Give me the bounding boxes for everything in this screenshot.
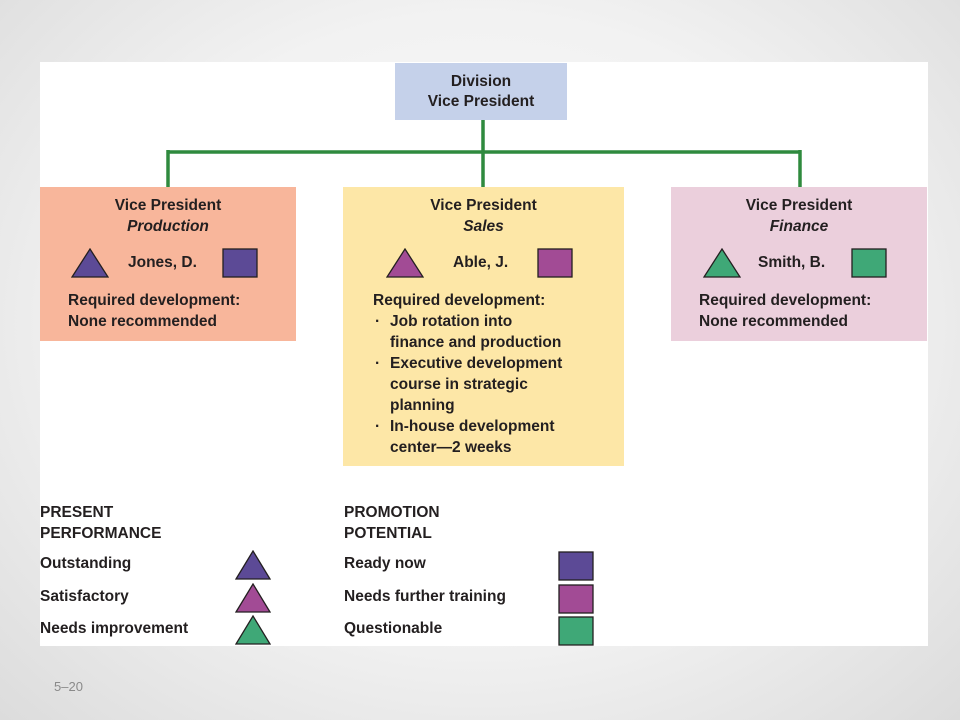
legend-item-label: Needs improvement [40,620,189,637]
vp-production-name: Jones, D. [128,254,197,271]
satisfactory-triangle-icon [235,583,271,613]
vp-production-dev-heading: Required development: [68,292,241,309]
dev-item-text: Job rotation into [390,313,513,330]
ready-now-square-icon [222,248,258,278]
legend-item-ready-now: Ready now [344,555,426,573]
legend-performance-heading: PRESENT PERFORMANCE [40,502,200,544]
legend-item-label: Needs further training [344,588,506,605]
vp-sales-dev-item: · Job rotation into [373,311,562,332]
dev-item-text: finance and production [390,334,562,351]
vp-production-person: Jones, D. [40,248,296,278]
legend-promotion-heading-line2: POTENTIAL [344,525,432,542]
division-vp-box: Division Vice President [395,63,567,120]
vp-production-dev-item: None recommended [68,313,218,330]
dev-item-text: course in strategic [390,376,528,393]
bullet: · [375,418,381,435]
vp-finance-dev-heading: Required development: [699,292,872,309]
vp-sales-dev-item: · Executive development [373,353,562,374]
ready-now-square-icon [558,551,594,581]
vp-sales-box: Vice President Sales Able, J. Required d… [343,187,624,466]
legend-present-performance: PRESENT PERFORMANCE Outstanding Satisfac… [40,502,271,645]
outstanding-triangle-icon [235,550,271,580]
legend-performance-heading-line2: PERFORMANCE [40,525,162,542]
needs-improvement-triangle-icon [703,248,741,278]
legend-item-needs-improvement: Needs improvement [40,620,188,638]
legend-item-label: Outstanding [40,555,132,572]
org-chart-panel: Division Vice President Vice President P… [40,62,928,646]
legend-item-satisfactory: Satisfactory [40,588,129,606]
vp-sales-dept: Sales [463,218,504,235]
vp-production-dept: Production [127,218,209,235]
dev-item-text: In-house development [390,418,555,435]
vp-sales-name: Able, J. [453,254,509,271]
vp-production-title-label: Vice President [114,197,222,214]
vp-sales-dev-heading: Required development: [373,292,546,309]
needs-improvement-triangle-icon [235,615,271,645]
legend-performance-heading-line1: PRESENT [40,504,114,521]
dev-item-text: Executive development [390,355,563,372]
legend-item-questionable: Questionable [344,620,442,638]
vp-finance-development: Required development: None recommended [699,290,871,332]
legend-item-label: Questionable [344,620,443,637]
vp-sales-person: Able, J. [343,248,624,278]
vp-sales-development: Required development: · Job rotation into… [373,290,562,458]
vp-finance-box: Vice President Finance Smith, B. Require… [671,187,927,341]
outstanding-triangle-icon [71,248,109,278]
legend-promotion-heading-line1: PROMOTION [344,504,440,521]
vp-finance-title-label: Vice President [745,197,853,214]
legend-item-outstanding: Outstanding [40,555,131,573]
questionable-square-icon [558,616,594,646]
needs-further-training-square-icon [537,248,573,278]
bullet: · [375,355,381,372]
division-vp-title-line1: Division [450,73,512,90]
vp-sales-title-label: Vice President [430,197,537,214]
vp-finance-name: Smith, B. [758,254,826,271]
dev-item-text: planning [390,397,455,414]
legend-promotion-heading: PROMOTION POTENTIAL [344,502,504,544]
slide-number: 5–20 [54,679,83,694]
org-chart-connectors [166,120,802,188]
vp-production-title: Vice President Production [40,195,296,237]
vp-sales-dev-item: · In-house development [373,416,562,437]
legend-item-needs-further-training: Needs further training [344,588,506,606]
vp-finance-person: Smith, B. [671,248,927,278]
vp-production-development: Required development: None recommended [68,290,240,332]
bullet: · [375,313,381,330]
division-vp-title-line2: Vice President [427,93,535,110]
dev-item-text: center—2 weeks [390,439,512,456]
vp-sales-title: Vice President Sales [343,195,624,237]
vp-sales-dev-item-cont: center—2 weeks [373,437,562,458]
vp-finance-title: Vice President Finance [671,195,927,237]
vp-finance-dept: Finance [769,218,829,235]
legend-item-label: Ready now [344,555,426,572]
questionable-square-icon [851,248,887,278]
satisfactory-triangle-icon [386,248,424,278]
legend-promotion-potential: PROMOTION POTENTIAL Ready now Needs furt… [344,502,594,646]
vp-sales-dev-item-cont: planning [373,395,562,416]
vp-sales-dev-item-cont: course in strategic [373,374,562,395]
vp-finance-dev-item: None recommended [699,313,849,330]
needs-further-training-square-icon [558,584,594,614]
vp-sales-dev-item-cont: finance and production [373,332,562,353]
legend-item-label: Satisfactory [40,588,129,605]
vp-production-box: Vice President Production Jones, D. Requ… [40,187,296,341]
